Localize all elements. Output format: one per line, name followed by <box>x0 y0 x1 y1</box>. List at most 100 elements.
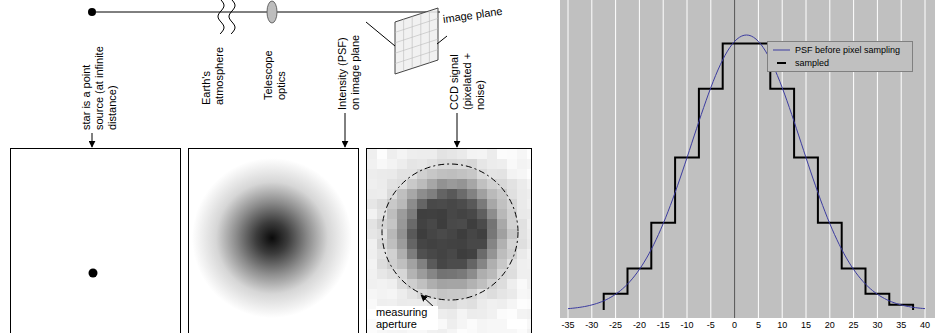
pixel <box>487 309 497 319</box>
pixel <box>367 179 377 189</box>
pixel <box>437 329 447 333</box>
pixel <box>527 189 531 199</box>
grid-line <box>710 0 711 318</box>
pixel <box>527 209 531 219</box>
pixel <box>467 319 477 329</box>
pixel <box>417 249 427 259</box>
pixel <box>487 189 497 199</box>
pixel <box>497 259 507 269</box>
ccd-pixels <box>367 149 531 333</box>
pixel <box>367 149 377 159</box>
pixel <box>467 199 477 209</box>
pixel <box>487 219 497 229</box>
pixel <box>477 149 487 159</box>
pixel <box>517 309 527 319</box>
pixel <box>517 189 527 199</box>
panel-frame <box>189 149 359 333</box>
pixel <box>497 309 507 319</box>
pixel <box>407 179 417 189</box>
pixel <box>477 209 487 219</box>
pixel <box>427 229 437 239</box>
pixel <box>447 299 457 309</box>
atmosphere-waves <box>218 0 235 34</box>
pixel <box>447 239 457 249</box>
pixel <box>457 249 467 259</box>
pixel <box>527 279 531 289</box>
annotation-label: image plane <box>442 3 513 26</box>
wave-line <box>229 0 235 34</box>
pixel <box>447 209 457 219</box>
pixel <box>387 209 397 219</box>
pixel <box>427 239 437 249</box>
pixel <box>457 259 467 269</box>
pixel <box>457 159 467 169</box>
pixel <box>427 149 437 159</box>
pixel <box>377 209 387 219</box>
pixel <box>527 299 531 309</box>
pixel <box>407 159 417 169</box>
pixel <box>467 179 477 189</box>
pixel <box>397 149 407 159</box>
pixel <box>407 249 417 259</box>
pixel <box>527 219 531 229</box>
pixel <box>407 189 417 199</box>
leader-line <box>366 22 395 46</box>
pixel <box>477 329 487 333</box>
grid-lines <box>568 0 925 318</box>
pixel <box>367 159 377 169</box>
star-dot <box>88 8 96 16</box>
pixel <box>377 159 387 169</box>
pixel <box>387 289 397 299</box>
pixel <box>387 229 397 239</box>
pixel <box>407 169 417 179</box>
pixel <box>487 299 497 309</box>
pixel <box>497 219 507 229</box>
pixel <box>377 239 387 249</box>
pixel <box>487 239 497 249</box>
pixel <box>367 279 377 289</box>
pixel <box>527 239 531 249</box>
pixel <box>437 279 447 289</box>
lens-symbol <box>267 1 277 23</box>
axis-tick-label: 5 <box>743 320 773 331</box>
pixel <box>387 169 397 179</box>
pixel <box>407 239 417 249</box>
pixel <box>457 199 467 209</box>
pixel <box>377 149 387 159</box>
pixel <box>377 169 387 179</box>
down-arrow <box>92 133 93 147</box>
pixel <box>527 179 531 189</box>
pixel <box>507 229 517 239</box>
pixel <box>467 299 477 309</box>
pixel <box>487 209 497 219</box>
pixel <box>417 179 427 189</box>
pixel <box>417 259 427 269</box>
down-arrow <box>457 113 458 147</box>
pixel <box>507 219 517 229</box>
pixel <box>447 329 457 333</box>
pixel <box>397 199 407 209</box>
pixel <box>517 279 527 289</box>
pixel <box>447 229 457 239</box>
axis-tick-label: 10 <box>767 320 797 331</box>
pixel <box>457 329 467 333</box>
pixel <box>437 309 447 319</box>
pixel <box>527 249 531 259</box>
psf-curve <box>568 35 925 309</box>
pixel <box>507 289 517 299</box>
pixel <box>457 169 467 179</box>
pixel <box>527 329 531 333</box>
pixel <box>407 199 417 209</box>
pixel <box>487 199 497 209</box>
grid-line <box>412 16 413 68</box>
pixel <box>417 149 427 159</box>
pixel <box>497 299 507 309</box>
legend-box <box>768 42 913 72</box>
pixel <box>397 219 407 229</box>
pixel <box>407 279 417 289</box>
pixel <box>527 169 531 179</box>
pixel <box>417 239 427 249</box>
pixel <box>507 169 517 179</box>
grid-line <box>568 0 569 318</box>
grid-line <box>395 39 438 53</box>
